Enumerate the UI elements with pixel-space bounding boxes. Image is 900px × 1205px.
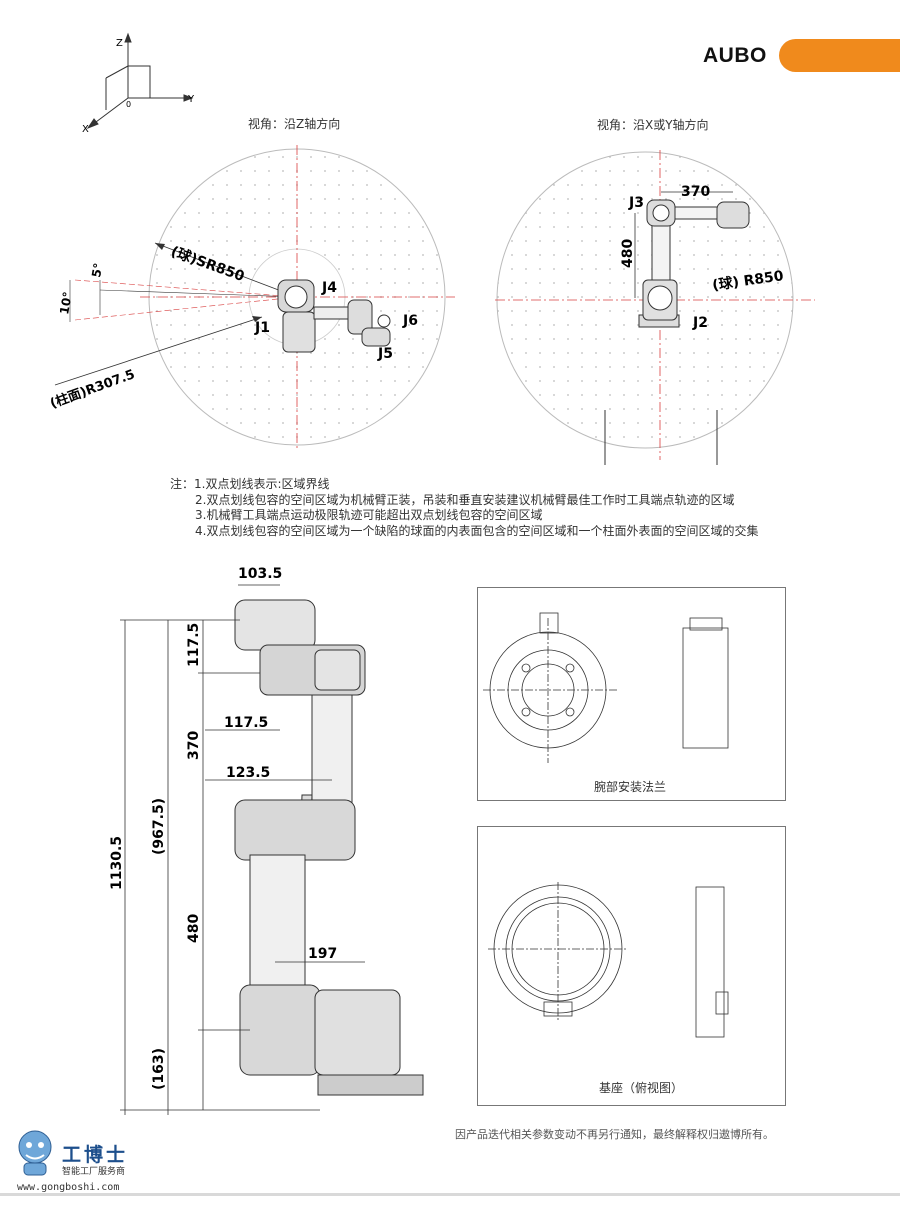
top-view-workspace-diagram: (球)SR850 (柱面)R307.5 5° 10° J1 J4 J5 J6 — [48, 145, 455, 450]
joint-j1-label: J1 — [254, 320, 270, 336]
side-view-workspace-diagram: 370 480 (球) R850 J2 J3 — [495, 150, 815, 465]
brand-accent-bar — [779, 39, 900, 72]
notes-block: 注：1.双点划线表示:区域界线 2.双点划线包容的空间区域为机械臂正装，吊装和垂… — [170, 477, 758, 539]
watermark-name: 工博士 — [62, 1144, 129, 1166]
brand-logo: AUBO — [703, 44, 767, 67]
axis-y-label: Y — [187, 94, 195, 105]
joint-j2-label: J2 — [692, 315, 708, 331]
disclaimer-footnote: 因产品迭代相关参数变动不再另行通知，最终解释权归遨博所有。 — [455, 1128, 774, 1141]
axis-triad-diagram: Z Y X 0 — [82, 32, 195, 135]
wrist-flange-caption: 腕部安装法兰 — [594, 780, 667, 794]
dim-197: 197 — [308, 946, 337, 962]
base-panel: 基座（俯视图） — [477, 826, 786, 1106]
dim-123-5: 123.5 — [226, 765, 270, 781]
dim-967-5: (967.5) — [151, 798, 167, 855]
note-2: 2.双点划线包容的空间区域为机械臂正装，吊装和垂直安装建议机械臂最佳工作时工具端… — [195, 492, 735, 507]
axis-z-label: Z — [116, 38, 123, 49]
joint-j4-label: J4 — [321, 280, 337, 296]
side-view-caption: 视角：沿X或Y轴方向 — [597, 118, 709, 132]
axis-x-label: X — [82, 124, 89, 135]
dim-103-5: 103.5 — [238, 566, 282, 582]
mascot-icon — [18, 1130, 52, 1176]
wrist-flange-panel: 腕部安装法兰 — [477, 587, 786, 801]
robot-dimension-drawing: 103.5 117.5 117.5 370 123.5 1130.5 (967.… — [109, 566, 424, 1115]
base-caption: 基座（俯视图） — [599, 1081, 684, 1095]
dim-117-5-vertical: 117.5 — [186, 623, 202, 667]
watermark-subtitle: 智能工厂服务商 — [62, 1167, 126, 1177]
dim-1130-5: 1130.5 — [109, 836, 125, 890]
top-view-caption: 视角：沿Z轴方向 — [248, 117, 341, 131]
side-dim-370: 370 — [681, 184, 710, 200]
note-3: 3.机械臂工具端点运动极限轨迹可能超出双点划线包容的空间区域 — [195, 508, 543, 522]
note-1: 注：1.双点划线表示:区域界线 — [170, 477, 330, 491]
joint-j5-label: J5 — [377, 346, 393, 362]
angle-5-label: 5° — [89, 262, 105, 279]
dim-163: (163) — [151, 1048, 167, 1090]
note-4: 4.双点划线包容的空间区域为一个缺陷的球面的内表面包含的空间区域和一个柱面外表面… — [195, 523, 759, 538]
wrist-flange-drawing — [483, 612, 729, 763]
watermark-url[interactable]: www.gongboshi.com — [17, 1182, 120, 1193]
axis-origin-label: 0 — [126, 100, 131, 109]
joint-j6-label: J6 — [402, 313, 418, 329]
bottom-divider — [0, 1193, 900, 1196]
dim-480: 480 — [186, 914, 202, 943]
joint-j3-label: J3 — [628, 195, 644, 211]
base-top-view-drawing — [488, 882, 729, 1038]
dim-370: 370 — [186, 731, 202, 760]
dim-117-5-horizontal: 117.5 — [224, 715, 268, 731]
angle-10-label: 10° — [57, 291, 75, 316]
side-dim-480: 480 — [620, 239, 636, 268]
